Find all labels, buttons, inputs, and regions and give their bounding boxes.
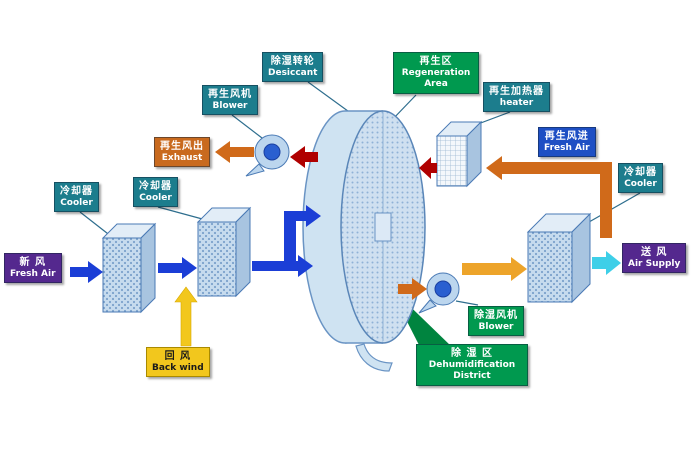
air-supply-arrow bbox=[592, 251, 621, 275]
cooler-box-left-1 bbox=[101, 222, 157, 314]
regen-blower-fan bbox=[245, 134, 290, 177]
cooler-box-left-2 bbox=[196, 206, 252, 298]
wheel-to-regen-blower-arrow bbox=[290, 146, 318, 168]
label-dehumid-blower-en: Blower bbox=[478, 322, 514, 332]
dehumid-blower-fan bbox=[418, 272, 460, 314]
label-back-wind: 回 风 Back wind bbox=[146, 347, 210, 378]
label-dehumid-blower-cn: 除湿风机 bbox=[474, 310, 518, 321]
label-cooler-right: 冷却器 Cooler bbox=[618, 163, 663, 194]
label-air-supply-en: Air Supply bbox=[628, 259, 681, 269]
label-regen-heater-en: heater bbox=[499, 98, 534, 108]
label-cooler-right-cn: 冷却器 bbox=[624, 167, 657, 178]
wheel-hub bbox=[374, 212, 392, 242]
label-exhaust-en: Exhaust bbox=[161, 153, 203, 163]
label-exhaust: 再生风出 Exhaust bbox=[154, 137, 210, 168]
label-regen-blower-cn: 再生风机 bbox=[208, 89, 252, 100]
label-desiccant-wheel-cn: 除湿转轮 bbox=[270, 56, 315, 67]
heater-box bbox=[435, 120, 483, 188]
wheel-media-curl bbox=[355, 343, 393, 372]
label-regeneration-area-cn: 再生区 bbox=[419, 56, 453, 67]
label-regen-blower: 再生风机 Blower bbox=[202, 85, 258, 116]
label-back-wind-cn: 回 风 bbox=[164, 351, 192, 362]
label-dehumid-district: 除 湿 区 Dehumidification District bbox=[416, 344, 528, 386]
rotary-wheel bbox=[302, 110, 426, 344]
cooler-to-wheel-arrow-low bbox=[252, 255, 313, 277]
wheel-to-dehumid-blower-arrow bbox=[398, 278, 427, 300]
regeneration-air-arrows bbox=[215, 141, 612, 238]
exhaust-arrow bbox=[215, 141, 254, 163]
label-cooler-left-2: 冷却器 Cooler bbox=[133, 177, 178, 208]
label-dehumid-blower: 除湿风机 Blower bbox=[468, 306, 524, 337]
label-cooler-right-en: Cooler bbox=[624, 179, 657, 189]
label-back-wind-en: Back wind bbox=[152, 363, 204, 373]
label-cooler-left-2-en: Cooler bbox=[139, 193, 172, 203]
label-fresh-air-en: Fresh Air bbox=[10, 269, 56, 279]
label-regen-blower-en: Blower bbox=[212, 101, 248, 111]
label-air-supply: 送 风 Air Supply bbox=[622, 243, 687, 274]
label-exhaust-cn: 再生风出 bbox=[160, 141, 204, 152]
fresh-air-arrow bbox=[70, 261, 103, 283]
label-desiccant-wheel: 除湿转轮 Desiccant bbox=[262, 52, 324, 83]
process-air-arrows bbox=[70, 205, 321, 283]
label-regen-fresh-air-en: Fresh Air bbox=[544, 143, 590, 153]
cooler-to-cooler-arrow bbox=[158, 257, 197, 279]
label-desiccant-wheel-en: Desiccant bbox=[268, 68, 318, 78]
label-fresh-air-cn: 新 风 bbox=[19, 257, 46, 268]
label-cooler-left-2-cn: 冷却器 bbox=[139, 181, 172, 192]
label-regen-fresh-air-cn: 再生风进 bbox=[544, 131, 589, 142]
label-regeneration-area: 再生区 Regeneration Area bbox=[393, 52, 479, 94]
label-air-supply-cn: 送 风 bbox=[640, 247, 668, 258]
heater-to-wheel-arrow bbox=[419, 157, 437, 179]
dry-air-arrows bbox=[398, 251, 621, 300]
label-regen-heater: 再生加热器 heater bbox=[483, 82, 550, 113]
label-cooler-left-1-en: Cooler bbox=[60, 198, 93, 208]
label-fresh-air: 新 风 Fresh Air bbox=[4, 253, 62, 284]
label-regen-heater-cn: 再生加热器 bbox=[489, 86, 544, 97]
cooler-to-wheel-arrow-high bbox=[284, 205, 321, 266]
back-wind-arrow bbox=[174, 286, 198, 347]
blower-to-cooler-arrow bbox=[462, 257, 527, 281]
label-dehumid-district-en: Dehumidification District bbox=[428, 360, 516, 382]
label-cooler-left-1: 冷却器 Cooler bbox=[54, 182, 99, 213]
cooler-box-right bbox=[526, 212, 592, 304]
regen-inlet-path bbox=[486, 156, 612, 238]
label-cooler-left-1-cn: 冷却器 bbox=[60, 186, 93, 197]
label-regen-fresh-air: 再生风进 Fresh Air bbox=[538, 127, 596, 158]
label-regeneration-area-en: Regeneration Area bbox=[401, 68, 471, 90]
label-dehumid-district-cn: 除 湿 区 bbox=[451, 348, 493, 359]
